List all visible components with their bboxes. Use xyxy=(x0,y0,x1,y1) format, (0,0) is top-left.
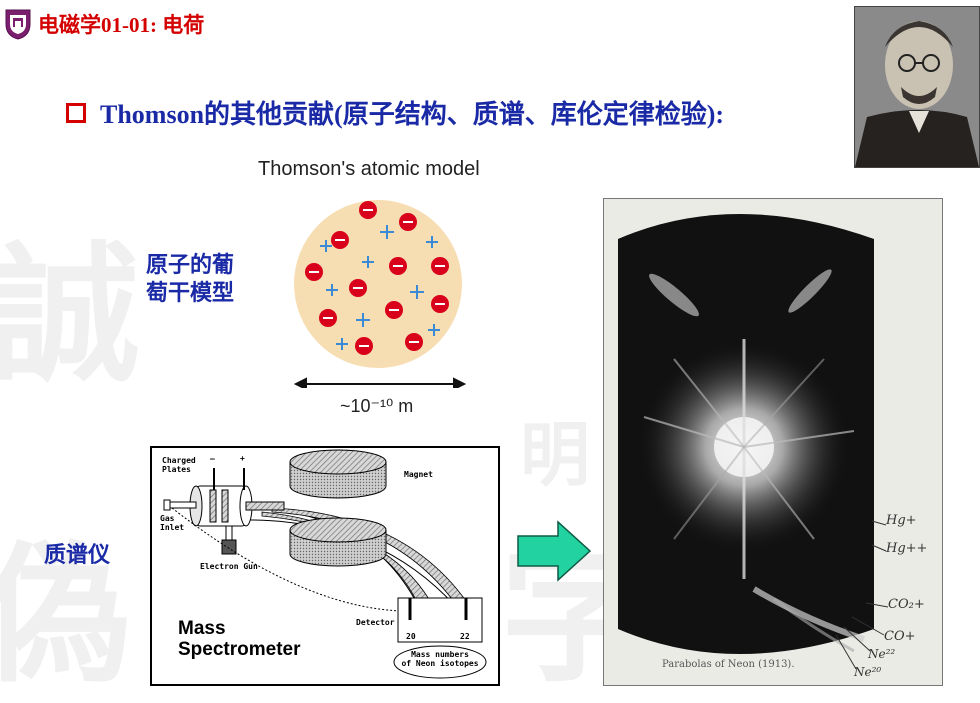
charged-plates-label: Charged Plates xyxy=(162,456,196,474)
mass-numbers-line2: of Neon isotopes xyxy=(401,659,479,668)
mass-spec-label: 质谱仪 xyxy=(44,543,111,568)
mass-spectrometer-title-line2: Spectrometer xyxy=(178,639,301,660)
thomson-portrait xyxy=(854,6,980,168)
detector-label: Detector xyxy=(356,618,395,627)
right-arrow-icon xyxy=(517,520,592,582)
neon-caption: Parabolas of Neon (1913). xyxy=(662,659,795,670)
gas-inlet-label: Gas Inlet xyxy=(160,514,184,532)
atom-model-label-line2: 萄干模型 xyxy=(146,281,235,306)
mass-numbers-line1: Mass numbers xyxy=(411,650,469,659)
portrait-image xyxy=(855,7,979,167)
plus-plate-label: + xyxy=(240,454,245,463)
main-title: Thomson的其他贡献(原子结构、质谱、库伦定律检验): xyxy=(66,94,724,131)
mass-spectrometer-diagram: Charged Plates – + Magnet Gas Inlet Elec… xyxy=(150,446,500,686)
co2-label: CO₂+ xyxy=(888,597,925,612)
gas-inlet-line2: Inlet xyxy=(160,523,185,532)
square-bullet-icon xyxy=(66,102,86,123)
mass-numbers-label: Mass numbers of Neon isotopes xyxy=(398,650,482,668)
hg-plusplus-label: Hg++ xyxy=(886,541,928,556)
electron-gun-label: Electron Gun xyxy=(200,562,258,571)
watermark-char-2: 明 xyxy=(520,413,590,496)
electron-icons xyxy=(305,201,449,355)
co-label: CO+ xyxy=(884,629,916,644)
minus-plate-label: – xyxy=(210,454,215,463)
atom-model-label: 原子的葡 萄干模型 xyxy=(146,252,234,308)
positive-charge-icons xyxy=(320,225,440,350)
ne22-label: Ne²² xyxy=(868,647,896,661)
neon-parabolas-photo: Hg+ Hg++ CO₂+ CO+ Ne²² Ne²⁰ Parabolas of… xyxy=(603,198,943,686)
mass-20-label: 20 xyxy=(406,632,416,641)
neon-parabolas-image xyxy=(604,199,942,685)
ne20-label: Ne²⁰ xyxy=(854,665,882,679)
gas-inlet-line1: Gas xyxy=(160,514,175,523)
size-arrow-icon xyxy=(293,377,467,388)
watermark-char-1: 誠 xyxy=(0,227,141,403)
atom-sphere xyxy=(294,200,462,368)
plum-pudding-model xyxy=(293,200,467,388)
charged-plates-line1: Charged xyxy=(162,456,196,465)
magnet-label: Magnet xyxy=(404,470,433,479)
atom-size-label: ~10⁻¹⁰ m xyxy=(340,396,414,416)
header-title: 电磁学01-01: 电荷 xyxy=(38,13,205,37)
atom-model-caption: Thomson's atomic model xyxy=(258,158,480,180)
mass-spectrometer-title-line1: Mass xyxy=(178,618,226,639)
university-logo-icon xyxy=(5,9,31,40)
watermark-char-3: 偽 xyxy=(0,527,131,703)
mass-spectrometer-title: Mass Spectrometer xyxy=(178,618,301,660)
atom-model-label-line1: 原子的葡 xyxy=(146,253,235,278)
charged-plates-line2: Plates xyxy=(162,465,191,474)
hg-plus-label: Hg+ xyxy=(886,513,917,528)
slide-header: 电磁学01-01: 电荷 xyxy=(4,8,204,40)
mass-spectrometer-drawing xyxy=(163,449,487,679)
mass-22-label: 22 xyxy=(460,632,470,641)
main-title-text: Thomson的其他贡献(原子结构、质谱、库伦定律检验): xyxy=(100,100,725,129)
